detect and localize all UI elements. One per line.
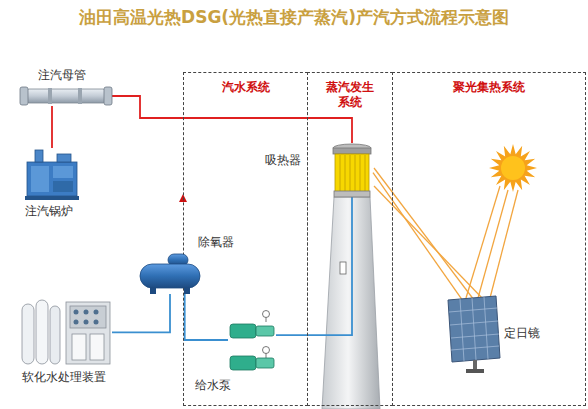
water-softener: 软化水处理装置 — [20, 296, 112, 366]
component-label: 给水泵 — [195, 378, 231, 392]
system-region: 蒸汽发生系统吸热器 — [307, 72, 393, 406]
region-title: 汽水系统 — [191, 80, 301, 95]
system-region: 聚光集热系统定日镜 — [392, 72, 586, 406]
pipe-line — [112, 294, 170, 332]
pipe-line — [276, 197, 352, 335]
region-title: 蒸汽发生系统 — [322, 80, 378, 110]
pipe-line — [185, 294, 228, 340]
pipe-line — [112, 96, 352, 143]
region-title: 聚光集热系统 — [399, 80, 579, 95]
header-pipe-icon — [20, 86, 112, 106]
receiver: 吸热器 — [331, 143, 373, 197]
deaerator-icon — [138, 254, 202, 294]
title: 油田高温光热DSG(光热直接产蒸汽)产汽方式流程示意图 — [0, 6, 588, 29]
reflected-rays — [374, 168, 484, 300]
pipe-line — [373, 173, 462, 300]
boiler-icon — [25, 148, 79, 200]
tower — [322, 197, 380, 409]
feed-pump-icon — [228, 310, 276, 370]
header-pipe: 注汽母管 — [20, 86, 112, 106]
component-label: 软化水处理装置 — [22, 370, 106, 384]
component-label: 定日镜 — [504, 326, 540, 340]
heliostat-icon — [446, 296, 500, 374]
receiver-icon — [331, 143, 373, 197]
component-label: 注汽母管 — [38, 68, 86, 82]
sun-rays — [466, 186, 518, 298]
boiler: 注汽锅炉 — [25, 148, 79, 200]
water-softener-icon — [20, 296, 112, 366]
component-label: 吸热器 — [265, 153, 301, 167]
tower-window — [340, 262, 346, 274]
heliostat: 定日镜 — [446, 296, 500, 374]
sun — [489, 144, 537, 192]
feed-pump: 给水泵 — [228, 310, 276, 370]
deaerator: 除氧器 — [138, 254, 202, 294]
component-label: 除氧器 — [198, 235, 234, 249]
component-label: 注汽锅炉 — [25, 204, 73, 218]
pipe-line — [51, 106, 53, 148]
